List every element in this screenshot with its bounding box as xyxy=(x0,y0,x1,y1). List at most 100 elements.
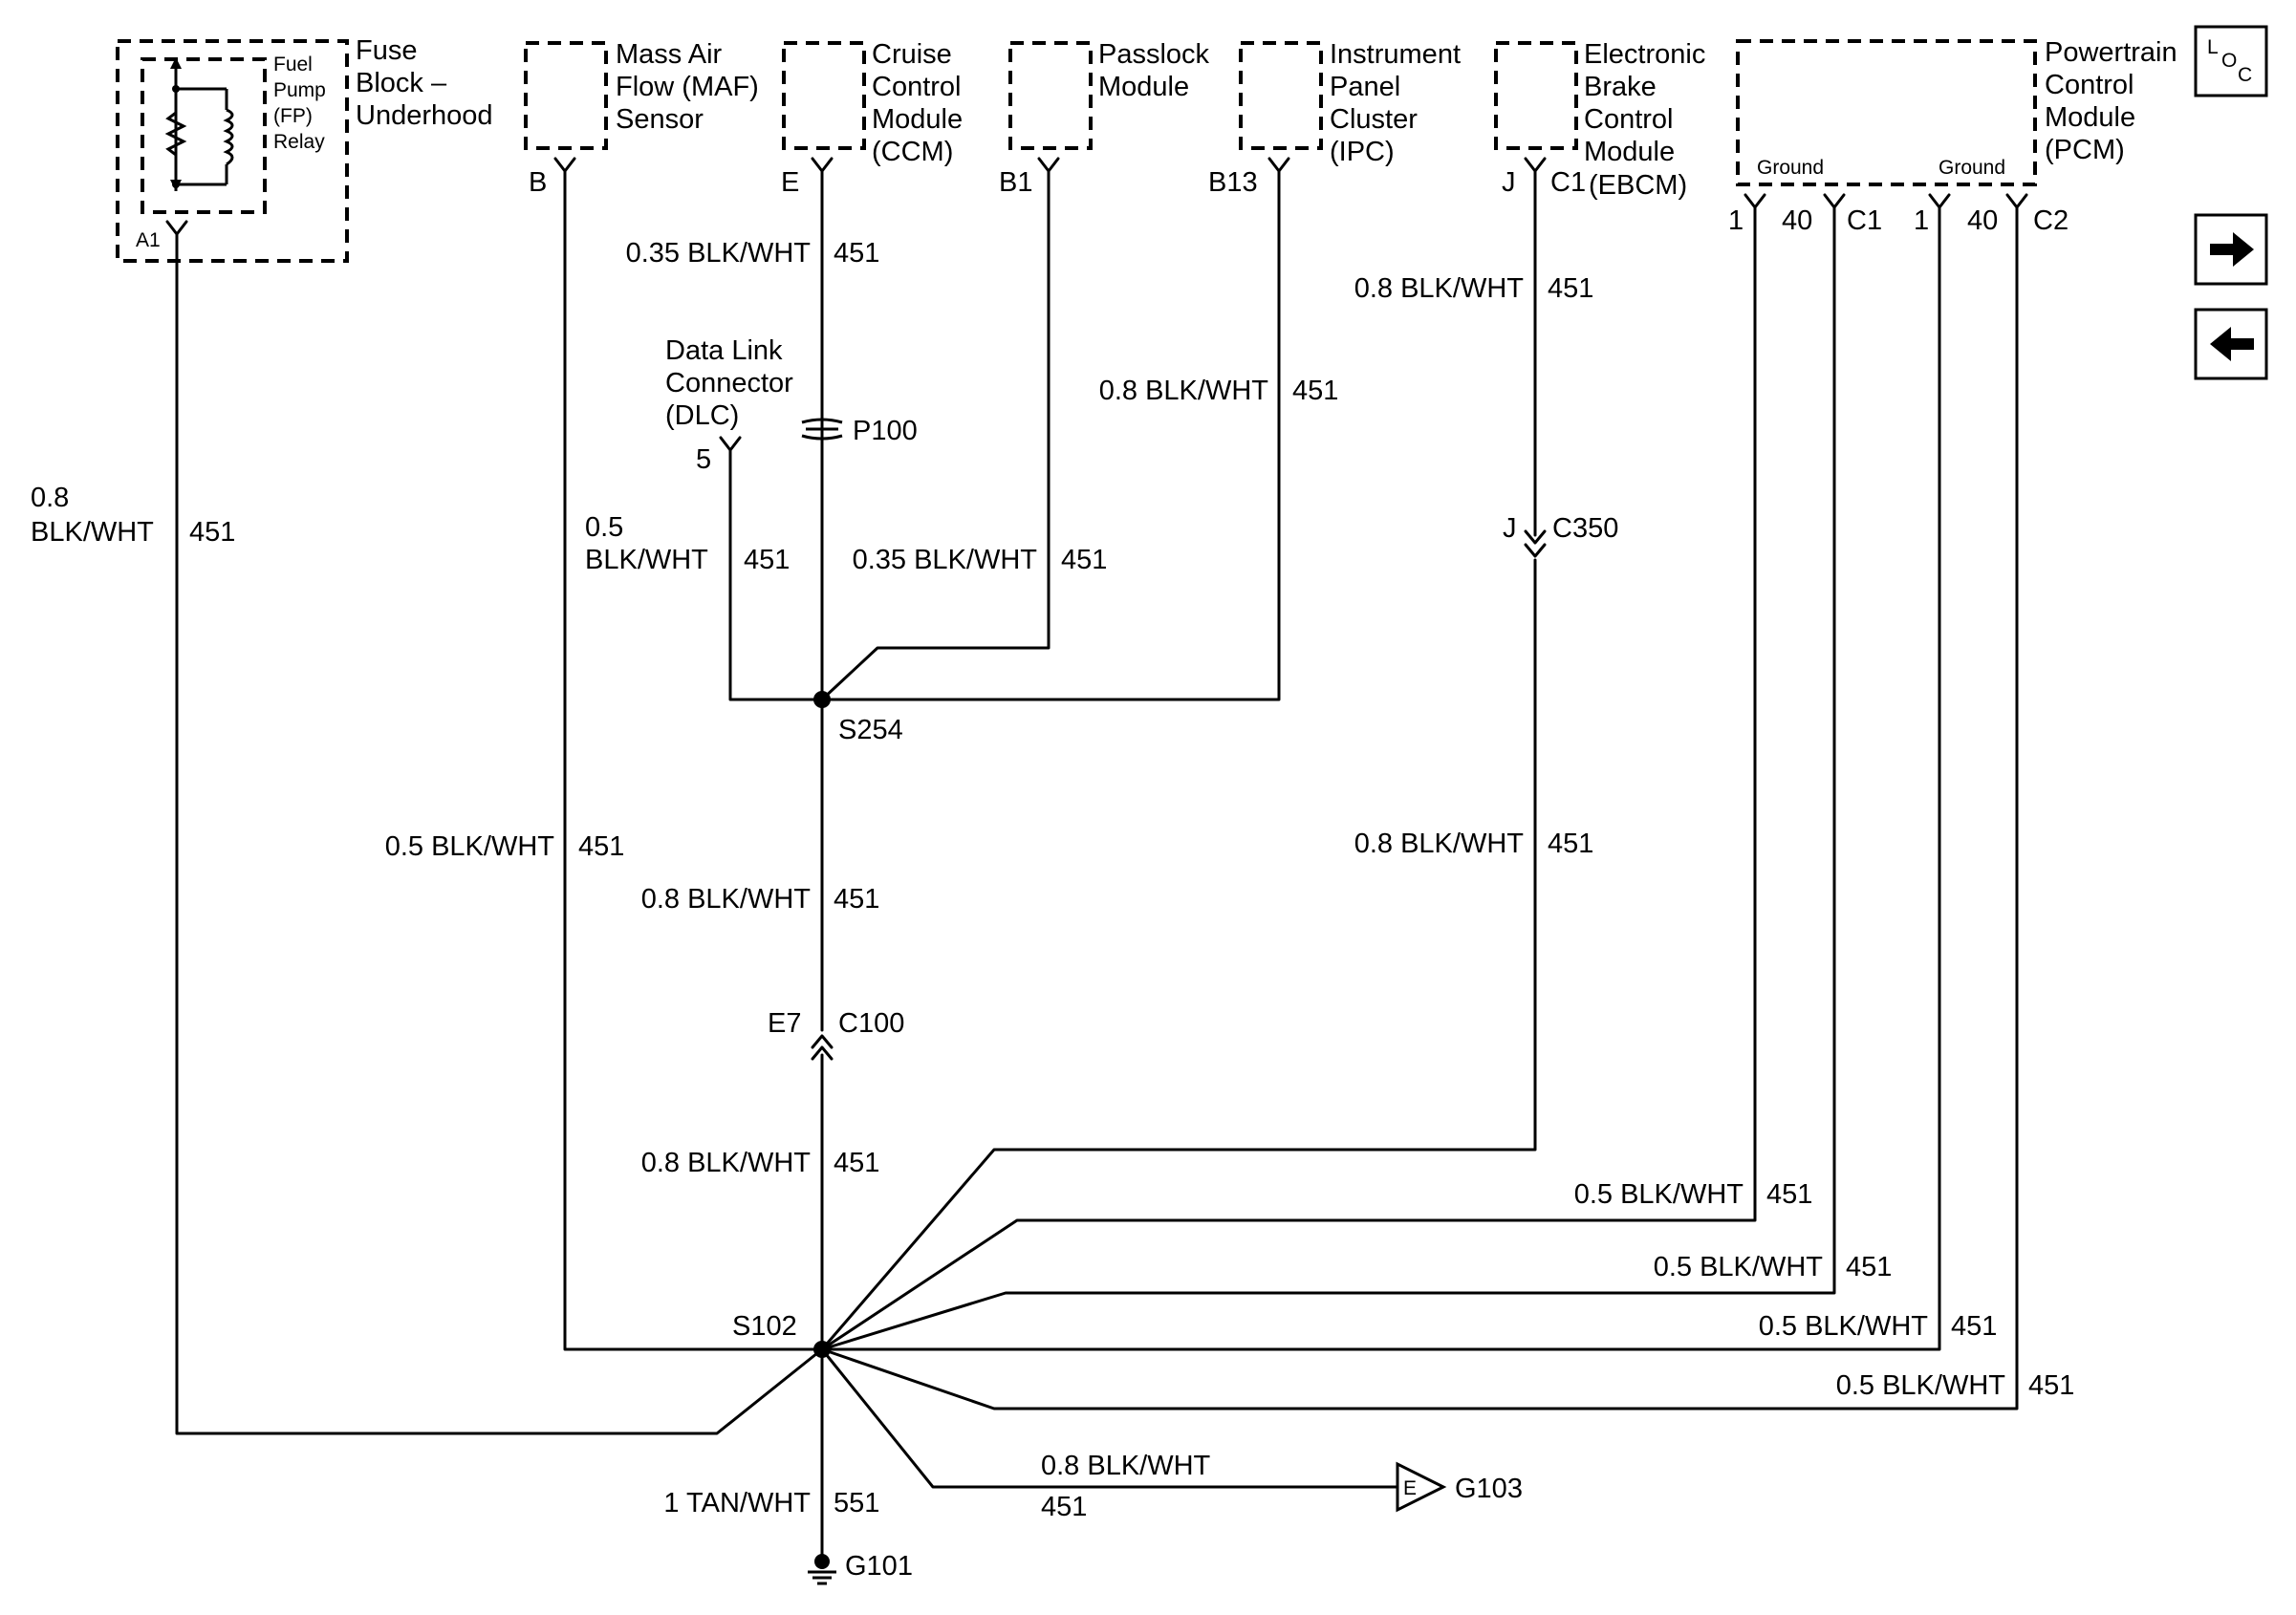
wire-g101-spec: 1 TAN/WHT xyxy=(663,1488,811,1518)
ebcm-name-3: Control xyxy=(1584,104,1674,135)
c350-pin: J xyxy=(1503,513,1517,544)
pcm-conn-c1: C1 xyxy=(1847,205,1882,236)
wire-pcm2-circuit: 451 xyxy=(1846,1252,1892,1282)
next-page-button[interactable] xyxy=(2194,213,2268,286)
maf-sensor: Mass Air Flow (MAF) Sensor B xyxy=(524,39,759,198)
loc-letter-o: O xyxy=(2221,50,2237,72)
wire-pcm-c2-1 xyxy=(820,205,1941,1351)
maf-name-2: Flow (MAF) xyxy=(616,72,759,102)
wire-ipc-s254 xyxy=(820,169,1281,701)
dlc-name-2: Connector xyxy=(665,368,793,398)
passlock-pin: B1 xyxy=(999,167,1032,198)
ccm-name-3: Module xyxy=(872,104,963,135)
relay-label-1: Fuel xyxy=(273,54,313,75)
relay-symbol xyxy=(164,57,234,191)
wire-s254-c100-circuit: 451 xyxy=(834,884,879,915)
wire-pcm3-circuit: 451 xyxy=(1951,1311,1997,1342)
wire-pcm-c1-40 xyxy=(820,205,1836,1351)
electronic-brake-control-module: Electronic Brake Control Module (EBCM) J… xyxy=(1494,39,1705,201)
wire-c100-s102-spec: 0.8 BLK/WHT xyxy=(641,1148,812,1178)
s102-label: S102 xyxy=(732,1311,797,1342)
wire-s102-g103 xyxy=(820,1347,1399,1489)
wire-ipc-spec: 0.8 BLK/WHT xyxy=(1099,376,1269,406)
dlc-connector: Data Link Connector (DLC) 5 xyxy=(665,335,793,475)
ipc-name-1: Instrument xyxy=(1330,39,1461,70)
passlock-name-2: Module xyxy=(1098,72,1189,102)
wire-g101-circuit: 551 xyxy=(834,1488,879,1518)
pcm-name-3: Module xyxy=(2045,102,2135,133)
g103-ground: E G103 xyxy=(1396,1461,1523,1513)
pcm-ground-label-1: Ground xyxy=(1757,157,1824,179)
s254-splice: S254 xyxy=(813,691,903,745)
fuse-block-name-3: Underhood xyxy=(356,100,493,131)
c100-connector: E7 C100 xyxy=(768,1008,904,1061)
wire-pcm4-spec: 0.5 BLK/WHT xyxy=(1836,1370,2006,1401)
p100-label: P100 xyxy=(853,416,918,446)
cruise-control-module: Cruise Control Module (CCM) E xyxy=(781,39,963,198)
relay-label-3: (FP) xyxy=(273,105,313,127)
relay-label-2: Pump xyxy=(273,79,326,101)
pcm-name-4: (PCM) xyxy=(2045,135,2125,165)
wire-pcm2-spec: 0.5 BLK/WHT xyxy=(1654,1252,1824,1282)
maf-pin: B xyxy=(529,167,547,198)
c350-connector: J C350 xyxy=(1503,513,1618,558)
wire-ipc-circuit: 451 xyxy=(1292,376,1338,406)
wire-dlc-s254 xyxy=(728,448,824,701)
s102-splice: S102 xyxy=(732,1311,831,1358)
loc-letter-c: C xyxy=(2238,64,2252,86)
dlc-name-1: Data Link xyxy=(665,335,783,366)
dlc-pin: 5 xyxy=(696,444,711,475)
ipc-name-2: Panel xyxy=(1330,72,1400,102)
wire-pcm-c2-40 xyxy=(820,205,2019,1410)
ebcm-name-5: (EBCM) xyxy=(1589,170,1687,201)
wire-labels: 0.8 BLK/WHT 451 0.5 BLK/WHT 451 0.35 BLK… xyxy=(31,238,2074,1522)
wire-fuse-s102 xyxy=(175,232,824,1435)
wire-s254-c100-spec: 0.8 BLK/WHT xyxy=(641,884,812,915)
ccm-pin: E xyxy=(781,167,799,198)
passlock-name-1: Passlock xyxy=(1098,39,1210,70)
wire-ebcm-lower-spec: 0.8 BLK/WHT xyxy=(1354,829,1525,859)
pcm-name-1: Powertrain xyxy=(2045,37,2177,68)
wire-ebcm-upper-spec: 0.8 BLK/WHT xyxy=(1354,273,1525,304)
wire-dlc-circuit: 451 xyxy=(744,545,790,575)
fuse-block-pin: A1 xyxy=(136,229,161,251)
g103-marker: E xyxy=(1403,1477,1417,1499)
ebcm-name-4: Module xyxy=(1584,137,1675,167)
pcm-name-2: Control xyxy=(2045,70,2134,100)
prev-page-button[interactable] xyxy=(2194,308,2268,380)
wire-pcm-c1-1 xyxy=(820,205,1757,1351)
terminal-marks xyxy=(165,157,2028,452)
wire-maf-s102 xyxy=(563,169,824,1351)
pcm-pin-40a: 40 xyxy=(1782,205,1812,236)
ipc-name-3: Cluster xyxy=(1330,104,1418,135)
wire-g103-spec: 0.8 BLK/WHT xyxy=(1041,1451,1211,1481)
ccm-name-4: (CCM) xyxy=(872,137,953,167)
passlock-module: Passlock Module B1 xyxy=(999,39,1210,198)
maf-name-1: Mass Air xyxy=(616,39,723,70)
loc-button[interactable]: L O C xyxy=(2194,25,2268,97)
wire-pcm3-spec: 0.5 BLK/WHT xyxy=(1759,1311,1929,1342)
g103-label: G103 xyxy=(1455,1474,1523,1504)
fuse-block-underhood: Fuel Pump (FP) Relay Fuse Block – Underh… xyxy=(116,35,493,263)
wire-maf-spec: 0.5 BLK/WHT xyxy=(385,831,555,862)
maf-name-3: Sensor xyxy=(616,104,704,135)
wire-g103-circuit: 451 xyxy=(1041,1492,1087,1522)
g101-ground: G101 xyxy=(808,1551,913,1585)
wire-passlock-s254 xyxy=(820,169,1051,701)
wire-ebcm-upper-circuit: 451 xyxy=(1548,273,1593,304)
wire-pcm1-circuit: 451 xyxy=(1766,1179,1812,1210)
wire-fuse-size: 0.8 xyxy=(31,483,69,513)
ebcm-name-1: Electronic xyxy=(1584,39,1705,70)
wire-ccm-circuit: 451 xyxy=(834,238,879,269)
powertrain-control-module: Ground Ground Powertrain Control Module … xyxy=(1728,37,2177,236)
wire-ccm-spec: 0.35 BLK/WHT xyxy=(626,238,812,269)
relay-label-4: Relay xyxy=(273,131,325,153)
arrow-left-icon xyxy=(2210,327,2254,361)
wire-c100-s102-circuit: 451 xyxy=(834,1148,879,1178)
wire-fuse-color: BLK/WHT xyxy=(31,517,154,548)
wire-maf-circuit: 451 xyxy=(578,831,624,862)
wire-dlc-size: 0.5 xyxy=(585,512,623,543)
wire-ebcm-lower-circuit: 451 xyxy=(1548,829,1593,859)
ebcm-pin: J xyxy=(1502,167,1516,198)
p100-connector: P100 xyxy=(801,416,918,446)
